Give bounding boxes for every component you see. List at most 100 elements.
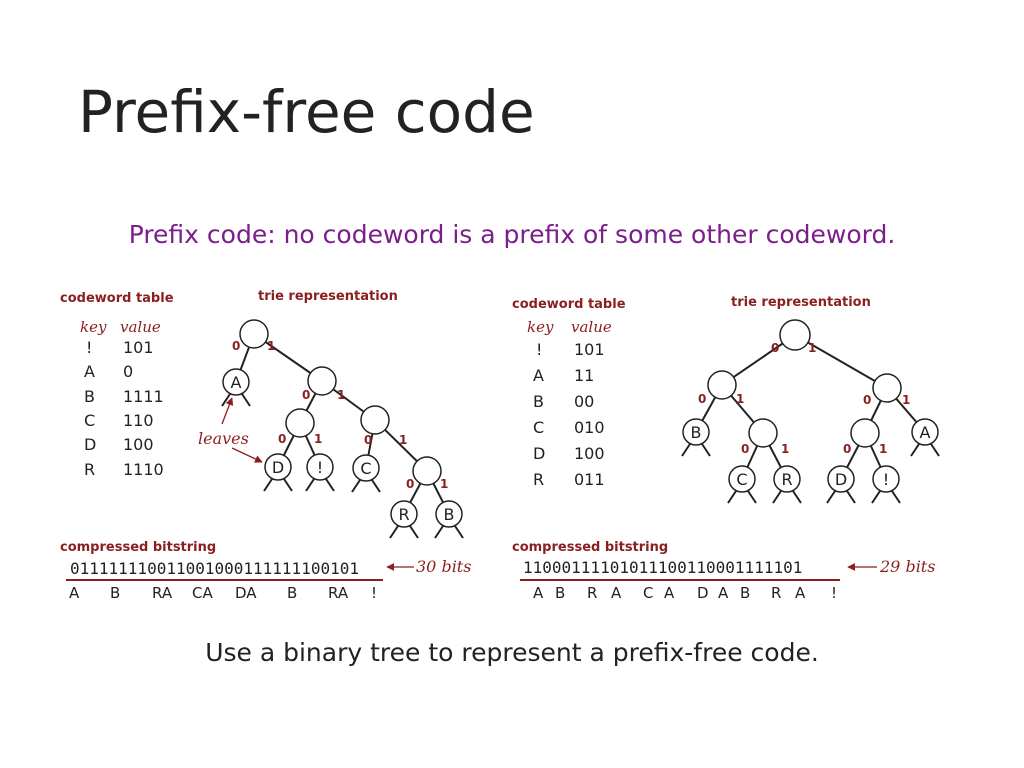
right-decoded-0: A: [533, 584, 544, 602]
right-trie-node-10: [850, 418, 880, 448]
left-bit-root-1: 1: [267, 339, 275, 353]
left-bits-note: 30 bits: [416, 557, 471, 576]
left-leaves-arrow-d: [231, 447, 263, 463]
left-value-header: value: [120, 318, 161, 336]
right-leaf-c-label: C: [736, 470, 747, 489]
right-bit-n10-1: 1: [879, 442, 887, 456]
right-value-3: 010: [574, 418, 605, 437]
right-decoded-7: A: [718, 584, 729, 602]
left-decoded-2: RA: [152, 584, 173, 602]
left-leaf-c-label: C: [360, 459, 371, 478]
right-trie-node-1: [872, 373, 902, 403]
right-decoded-1: B: [555, 584, 565, 602]
left-leaves-arrow-a: [221, 397, 234, 425]
right-bitstring: 11000111101011100110001111101: [523, 558, 802, 577]
right-value-1: 11: [574, 366, 594, 385]
left-bitstring: 011111110011001000111111100101: [70, 559, 359, 578]
left-bit-n111-0: 0: [406, 477, 414, 491]
right-decoded-5: A: [664, 584, 675, 602]
right-bit-root-0: 0: [771, 341, 779, 355]
left-trie-edges: [221, 333, 464, 539]
left-bit-n10-1: 1: [314, 432, 322, 446]
right-bit-n01-1: 1: [781, 442, 789, 456]
right-bit-n10-0: 0: [843, 442, 851, 456]
left-value-2: 1111: [123, 387, 164, 406]
left-bit-n1-1: 1: [337, 388, 345, 402]
right-leaf-b: [682, 418, 710, 446]
left-leaf-d: [264, 453, 292, 481]
right-leaf-r-label: R: [781, 470, 792, 489]
left-leaf-r: [390, 500, 418, 528]
left-value-1: 0: [123, 362, 133, 381]
left-bit-n11-1: 1: [399, 433, 407, 447]
right-decoded-6: D: [697, 584, 709, 602]
right-table-label: codeword table: [512, 297, 626, 312]
left-value-4: 100: [123, 435, 154, 454]
left-decoded-5: B: [287, 584, 297, 602]
right-trie-label: trie representation: [731, 295, 871, 310]
right-leaf-d: [827, 465, 855, 493]
left-leaf-c: [352, 454, 380, 482]
right-bit-n1-1: 1: [902, 393, 910, 407]
right-bit-n0-1: 1: [736, 392, 744, 406]
left-leaf-a-label: A: [231, 373, 242, 392]
right-leaf-r: [773, 465, 801, 493]
left-leaf-b: [435, 500, 463, 528]
right-decoded-8: B: [740, 584, 750, 602]
left-trie-node-1: [307, 366, 337, 396]
left-bitstring-label: compressed bitstring: [60, 540, 216, 555]
right-decoded-4: C: [643, 584, 653, 602]
right-decoded-9: R: [771, 584, 781, 602]
right-bitstring-label: compressed bitstring: [512, 540, 668, 555]
left-leaf-bang-label: !: [317, 458, 323, 477]
right-key-1: A: [533, 366, 544, 385]
right-value-0: 101: [574, 340, 605, 359]
left-decoded-4: DA: [235, 584, 257, 602]
right-key-header: key: [527, 318, 554, 336]
slide-title: Prefix-free code: [78, 78, 535, 146]
right-leaf-c: [728, 465, 756, 493]
left-value-0: 101: [123, 338, 154, 357]
right-value-4: 100: [574, 444, 605, 463]
left-bit-n10-0: 0: [278, 432, 286, 446]
left-leaf-d-label: D: [272, 458, 284, 477]
right-value-header: value: [571, 318, 612, 336]
right-leaf-d-label: D: [835, 470, 847, 489]
left-key-3: C: [84, 411, 95, 430]
left-decoded-3: CA: [192, 584, 213, 602]
right-decoded-10: A: [795, 584, 806, 602]
left-trie-root: [239, 319, 269, 349]
right-trie-node-01: [748, 418, 778, 448]
left-leaves-note: leaves: [198, 429, 249, 448]
left-leaf-r-label: R: [398, 505, 409, 524]
left-decoded-1: B: [110, 584, 120, 602]
left-decoded-7: !: [371, 584, 377, 602]
left-leaf-a: [222, 368, 250, 396]
right-trie-node-0: [707, 370, 737, 400]
right-value-5: 011: [574, 470, 605, 489]
left-leaf-b-label: B: [444, 505, 455, 524]
right-bit-root-1: 1: [808, 341, 816, 355]
right-key-4: D: [533, 444, 545, 463]
left-decoded-6: RA: [328, 584, 349, 602]
right-bit-n1-0: 0: [863, 393, 871, 407]
left-value-5: 1110: [123, 460, 164, 479]
left-trie-node-11: [360, 405, 390, 435]
right-panel: codeword table trie representation key v…: [512, 295, 940, 602]
left-key-header: key: [80, 318, 107, 336]
left-table-label: codeword table: [60, 291, 174, 306]
right-trie-edges: [681, 334, 940, 504]
right-key-2: B: [533, 392, 544, 411]
right-leaf-bang-label: !: [883, 470, 889, 489]
left-trie-node-111: [412, 456, 442, 486]
right-key-5: R: [533, 470, 544, 489]
left-trie-node-10: [285, 408, 315, 438]
slide-subtitle: Prefix code: no codeword is a prefix of …: [128, 220, 896, 249]
left-panel: codeword table trie representation key v…: [60, 289, 471, 602]
right-leaf-bang: [872, 465, 900, 493]
right-bit-n0-0: 0: [698, 392, 706, 406]
left-bit-n111-1: 1: [440, 477, 448, 491]
right-leaf-a: [911, 418, 939, 446]
right-decoded-2: R: [587, 584, 597, 602]
